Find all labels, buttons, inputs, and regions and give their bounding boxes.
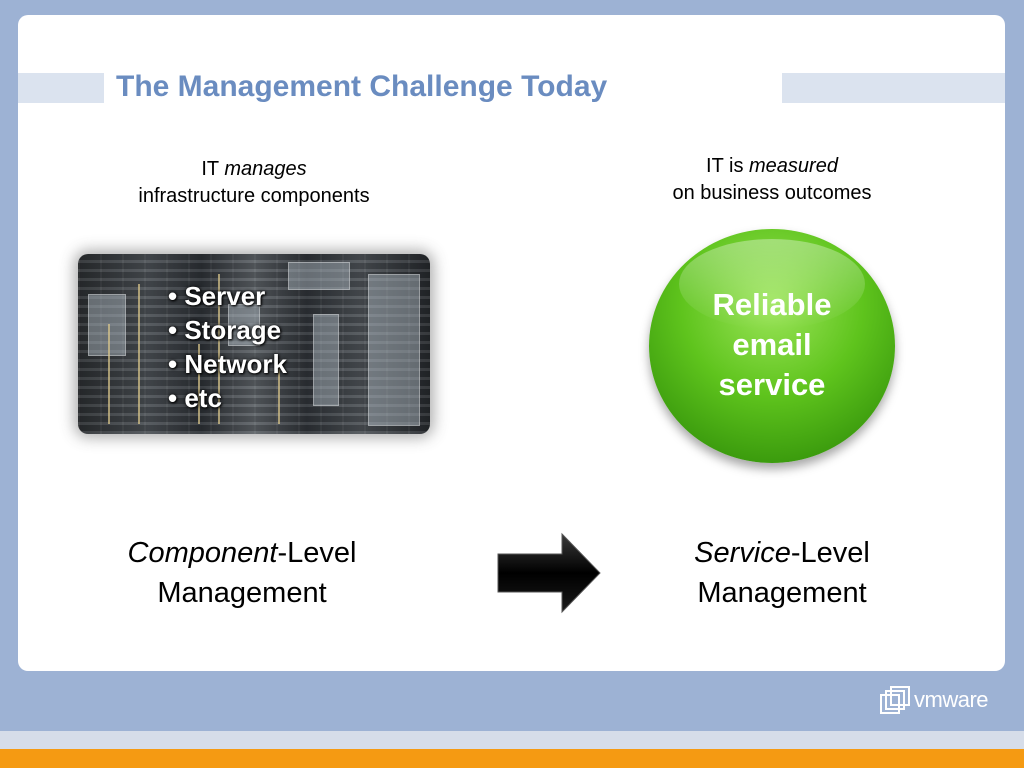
list-item: Network: [168, 347, 287, 381]
footer-orange-bar: [0, 749, 1024, 768]
left-caption: IT manages infrastructure components: [104, 156, 404, 210]
list-item: etc: [168, 381, 287, 415]
right-arrow-icon: [497, 532, 601, 614]
footer-strip: [0, 731, 1024, 749]
right-caption-emphasis: measured: [749, 155, 838, 177]
component-list: Server Storage Network etc: [168, 279, 287, 415]
service-level-suffix: -Level: [790, 537, 870, 569]
service-circle: Reliable email service: [649, 229, 895, 463]
title-accent-left: [18, 73, 104, 103]
left-caption-line2: infrastructure components: [138, 185, 370, 207]
vmware-logo-icon: [880, 686, 910, 714]
list-item: Server: [168, 279, 287, 313]
right-caption-prefix: IT is: [706, 155, 750, 177]
service-line-2: email: [732, 327, 812, 362]
service-level-emphasis: Service: [694, 537, 791, 569]
service-level-line2: Management: [697, 577, 867, 609]
title-accent-right: [782, 73, 1005, 103]
component-level-suffix: -Level: [277, 537, 357, 569]
service-level-label: Service-Level Management: [632, 533, 932, 613]
component-level-emphasis: Component: [127, 537, 278, 569]
component-level-label: Component-Level Management: [92, 533, 392, 613]
right-caption-line2: on business outcomes: [672, 182, 872, 204]
service-line-1: Reliable: [712, 287, 832, 322]
left-caption-emphasis: manages: [224, 158, 307, 180]
vmware-logo: vmware: [880, 686, 989, 714]
service-circle-text: Reliable email service: [649, 285, 895, 405]
component-level-line2: Management: [157, 577, 327, 609]
vmware-wordmark: vmware: [914, 687, 989, 712]
slide-title: The Management Challenge Today: [116, 70, 608, 103]
list-item: Storage: [168, 313, 287, 347]
left-caption-prefix: IT: [201, 158, 225, 180]
right-caption: IT is measured on business outcomes: [630, 153, 914, 207]
service-line-3: service: [718, 367, 826, 402]
